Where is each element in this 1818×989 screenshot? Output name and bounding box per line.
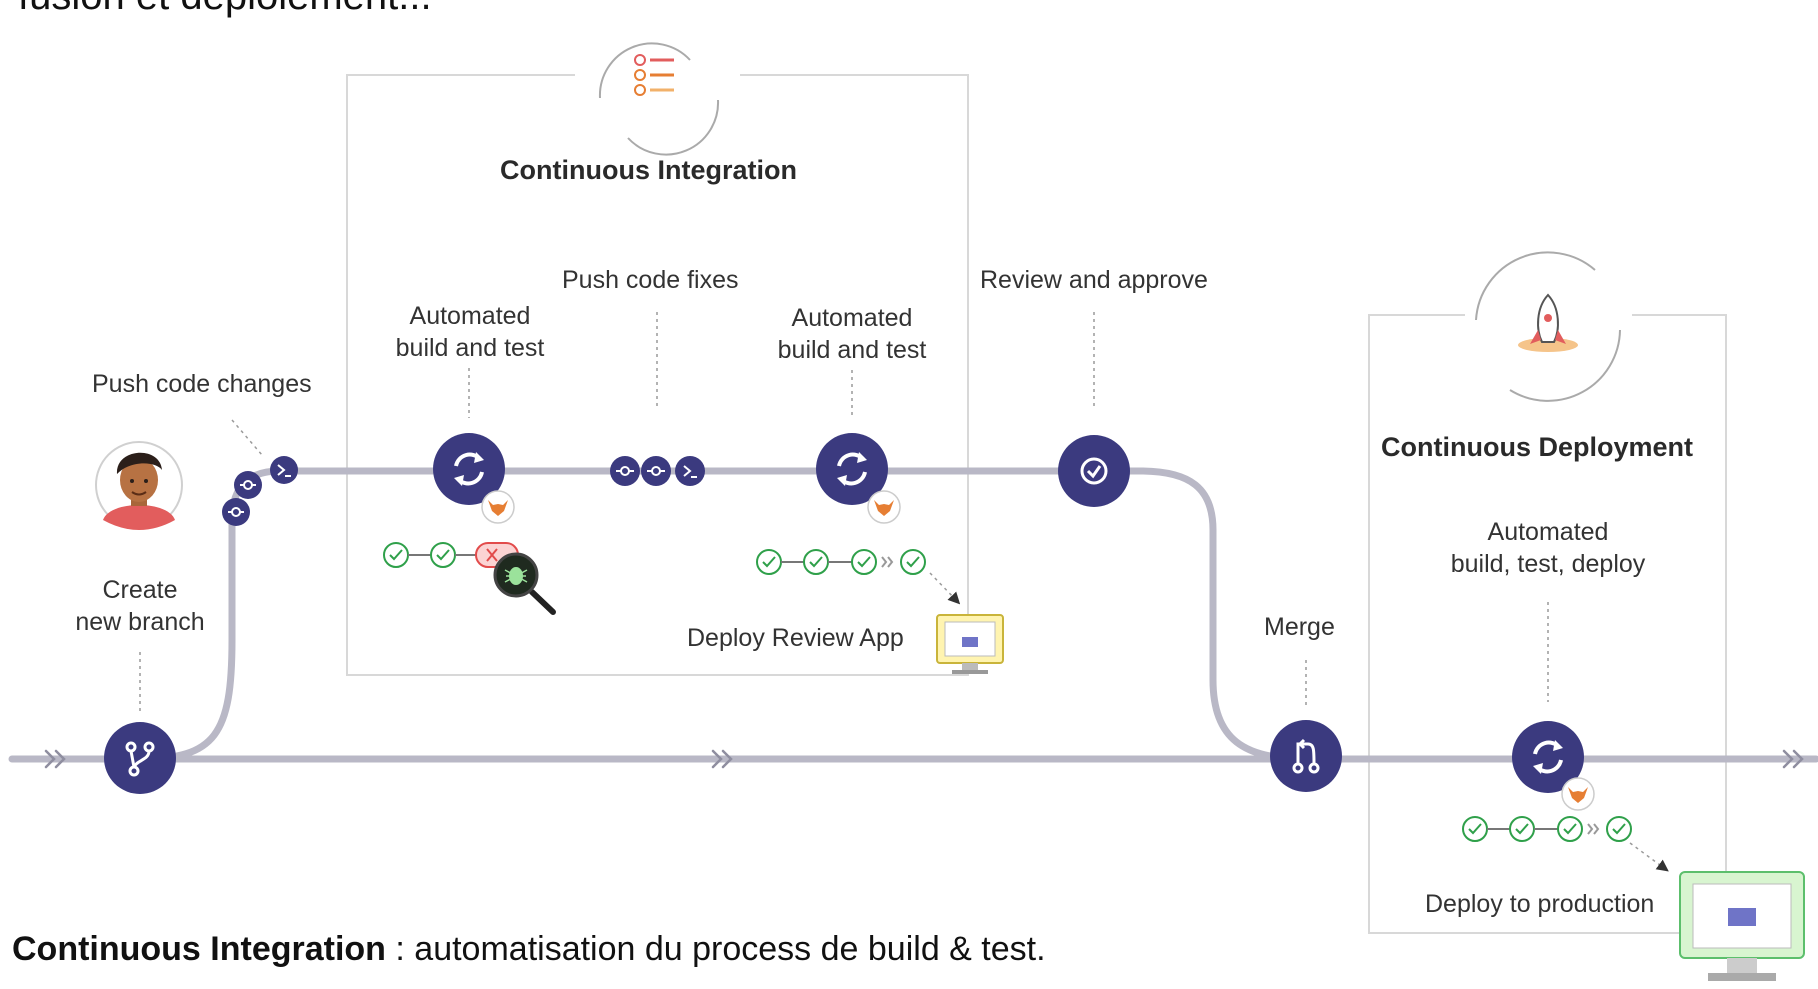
label-automated-build-1-line2: build and test bbox=[395, 334, 545, 362]
monitor-icon bbox=[1679, 871, 1805, 981]
branch-node bbox=[104, 722, 176, 794]
gitlab-fox-icon bbox=[481, 490, 515, 524]
merge-node bbox=[1270, 720, 1342, 792]
gitlab-fox-icon bbox=[867, 490, 901, 524]
review-node bbox=[1058, 435, 1130, 507]
label-automated-build-2-line1: Automated bbox=[791, 304, 913, 332]
label-create-branch: Create new branch bbox=[60, 574, 220, 638]
bug-magnifier-icon bbox=[493, 552, 556, 615]
label-cd-automated-line2: build, test, deploy bbox=[1450, 550, 1646, 578]
leader-lines bbox=[139, 312, 1669, 872]
label-deploy-production: Deploy to production bbox=[1425, 890, 1655, 918]
label-automated-build-2-line2: build and test bbox=[777, 336, 927, 364]
label-push-code-changes: Push code changes bbox=[92, 370, 312, 398]
build-node-1 bbox=[433, 433, 505, 505]
gitlab-fox-icon bbox=[1561, 777, 1595, 811]
checklist-icon bbox=[598, 42, 720, 156]
branch-icon bbox=[125, 741, 155, 777]
commit-icon bbox=[641, 456, 671, 486]
ci-title: Continuous Integration bbox=[500, 155, 797, 185]
merge-icon bbox=[1292, 738, 1320, 774]
commit-icon bbox=[234, 471, 262, 499]
commit-icon bbox=[610, 456, 640, 486]
label-create-branch-line2: new branch bbox=[75, 608, 205, 636]
monitor-icon bbox=[936, 614, 1004, 674]
footer-caption: Continuous Integration : automatisation … bbox=[12, 930, 1046, 969]
test-sequence-passed bbox=[756, 549, 926, 575]
rocket-icon bbox=[1475, 251, 1621, 402]
check-circle-icon bbox=[1080, 457, 1108, 485]
track-chevrons bbox=[44, 749, 1804, 769]
label-review-approve: Review and approve bbox=[980, 266, 1208, 294]
label-automated-build-1-line1: Automated bbox=[409, 302, 531, 330]
main-track bbox=[8, 467, 1818, 763]
developer-avatar bbox=[95, 441, 183, 530]
label-cd-automated-line1: Automated bbox=[1487, 518, 1609, 546]
deploy-node bbox=[1512, 721, 1584, 793]
label-merge: Merge bbox=[1264, 613, 1335, 641]
terminal-icon bbox=[270, 456, 298, 484]
label-push-code-fixes: Push code fixes bbox=[562, 266, 739, 294]
label-deploy-review-app: Deploy Review App bbox=[687, 624, 904, 652]
footer-text: : automatisation du process de build & t… bbox=[385, 930, 1046, 968]
footer-bold: Continuous Integration bbox=[12, 930, 386, 968]
terminal-icon bbox=[675, 456, 705, 486]
test-sequence-deploy bbox=[1462, 816, 1632, 842]
top-partial-text: fusion et déploiement... bbox=[18, 0, 432, 19]
label-cd-automated: Automated build, test, deploy bbox=[1433, 516, 1663, 580]
label-automated-build-1: Automated build and test bbox=[370, 300, 570, 364]
cd-title: Continuous Deployment bbox=[1381, 432, 1693, 462]
commit-icon bbox=[222, 498, 250, 526]
build-node-2 bbox=[816, 433, 888, 505]
label-automated-build-2: Automated build and test bbox=[752, 302, 952, 366]
label-create-branch-line1: Create bbox=[102, 576, 178, 604]
